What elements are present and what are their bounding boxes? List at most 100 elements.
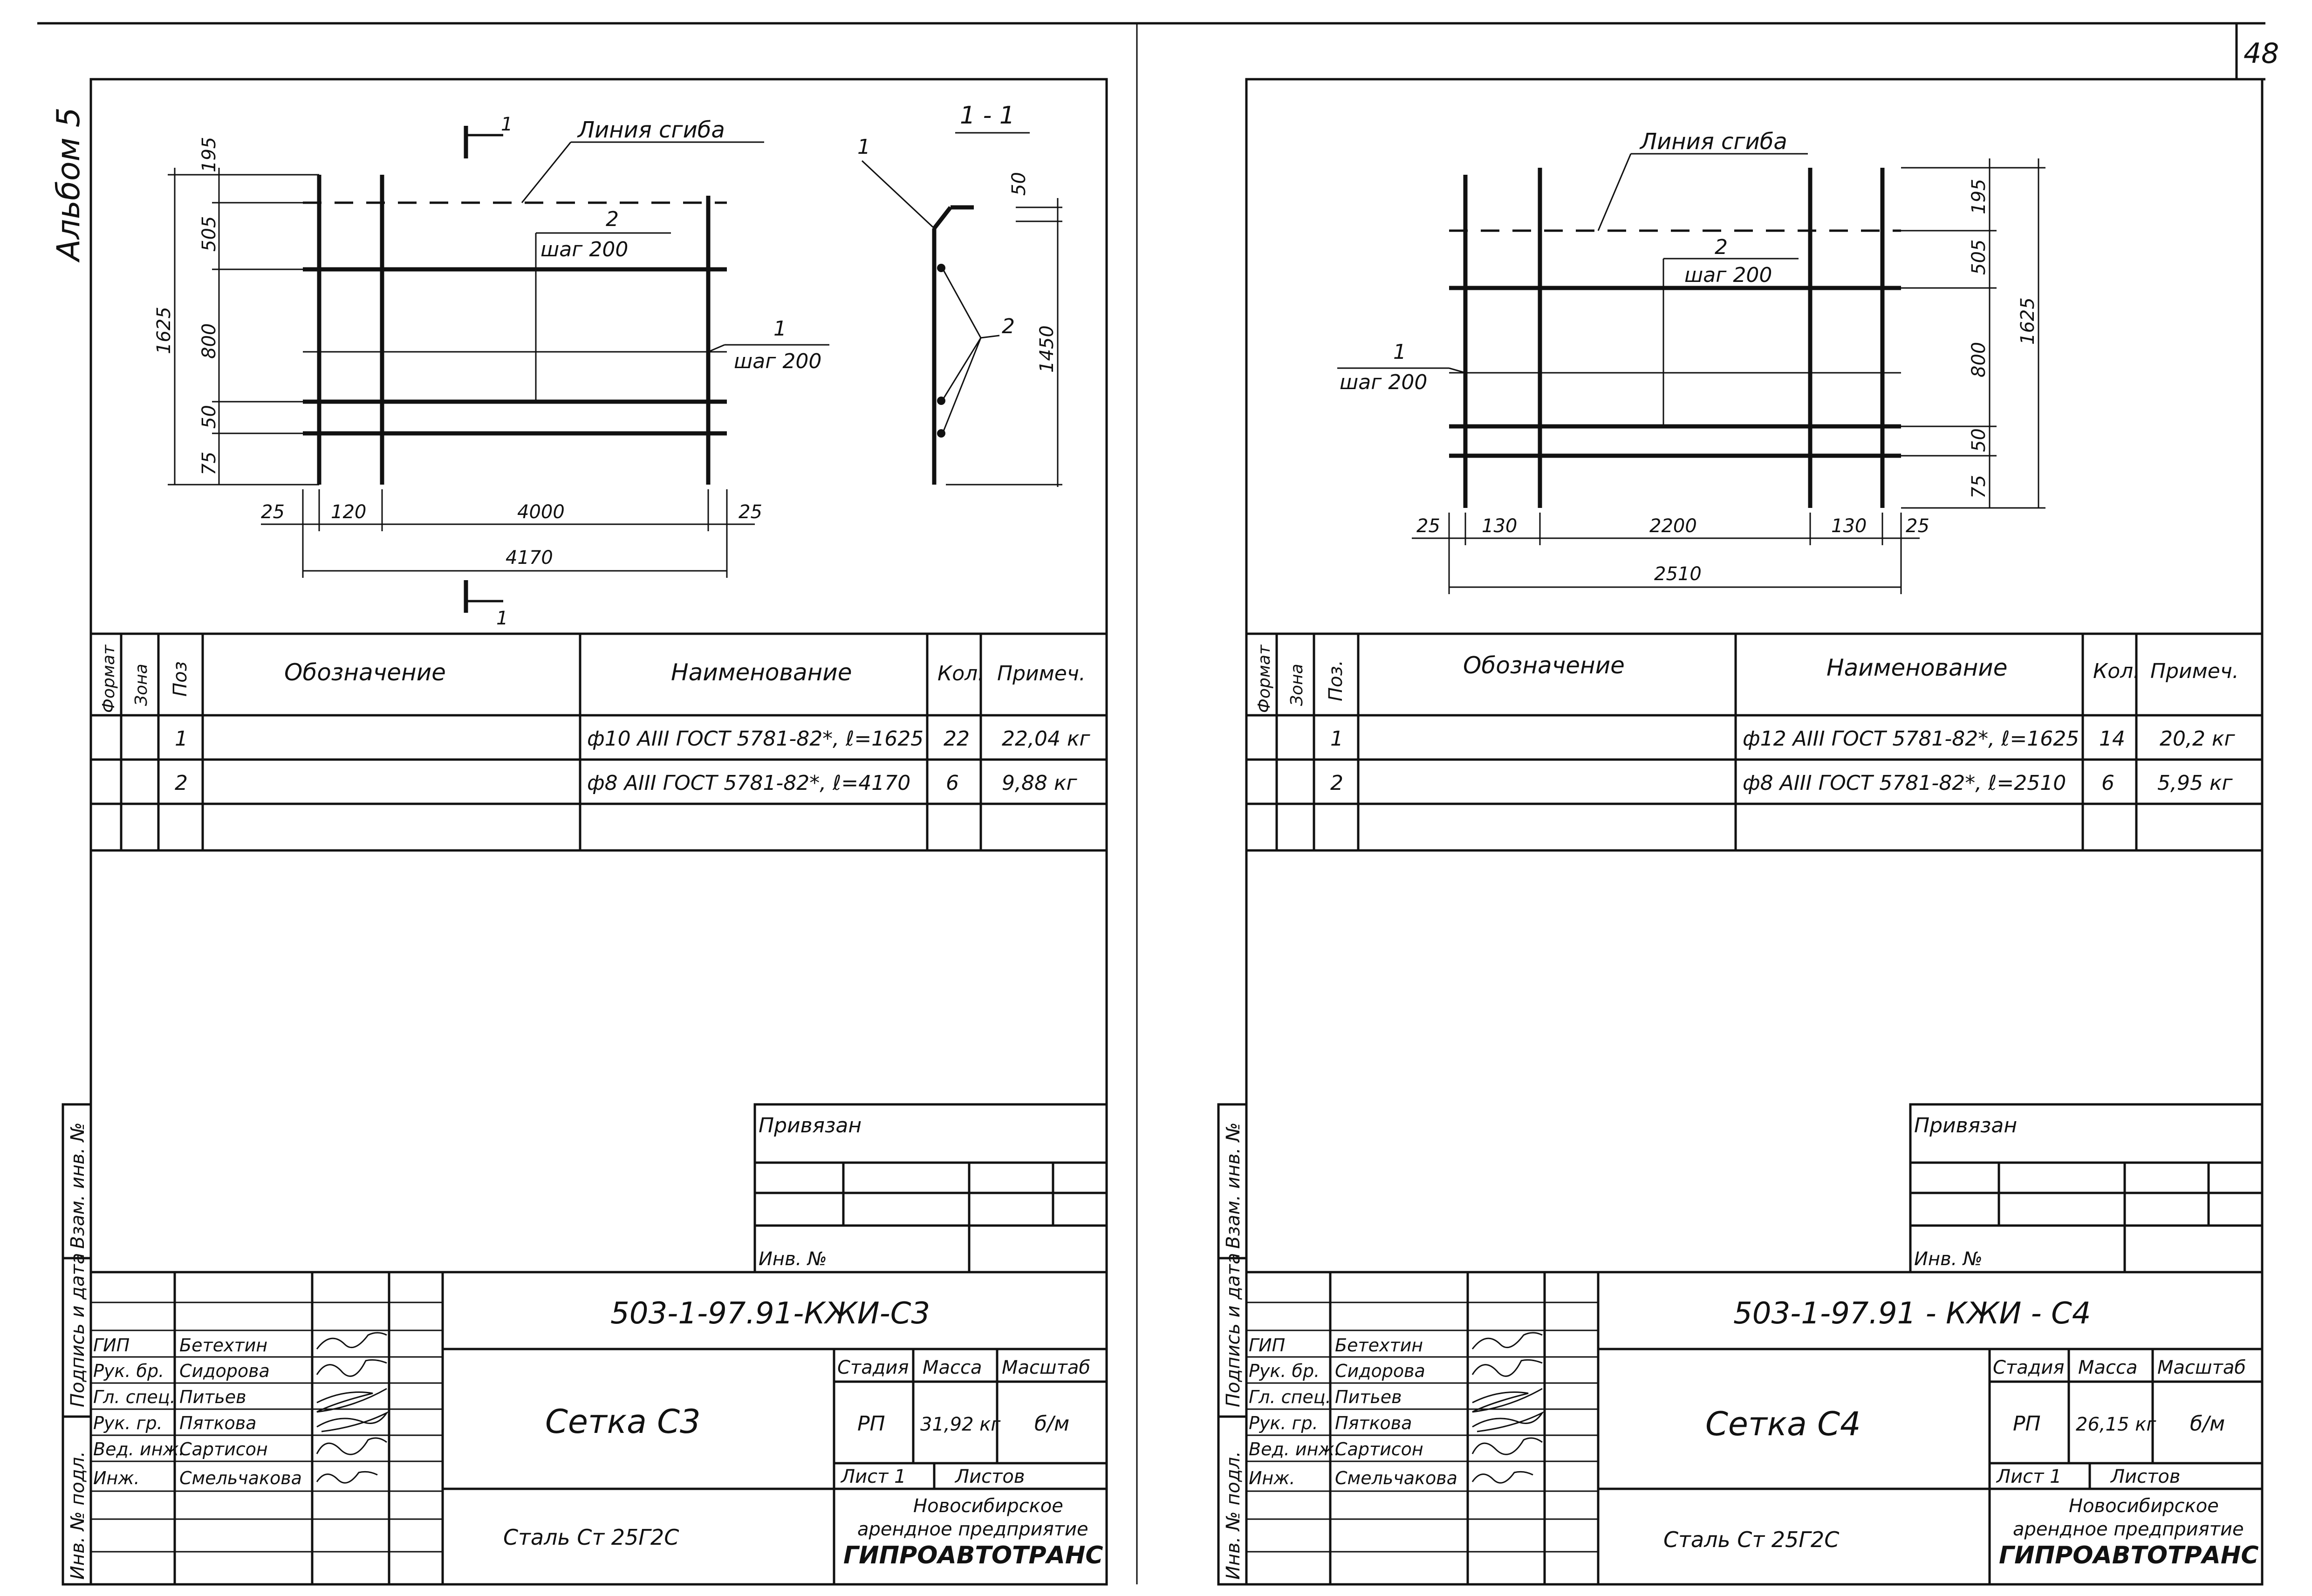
row1-kol-r: 14	[2099, 727, 2125, 751]
callout-pos1-step-r: шаг 200	[1340, 370, 1427, 394]
page-number: 48	[2244, 37, 2279, 70]
dim-h-120: 120	[331, 501, 366, 523]
role-2-r: Гл. спец.	[1249, 1387, 1331, 1407]
role-4-r: Вед. инж.	[1249, 1439, 1340, 1459]
hdr-format-r: Формат	[1255, 644, 1274, 713]
dim-h-25b-r: 25	[1906, 515, 1929, 537]
section-mark-bottom: 1	[496, 608, 508, 629]
row1-name: ф10 АIII ГОСТ 5781-82*, ℓ=1625	[587, 727, 923, 751]
role-0-r: ГИП	[1249, 1335, 1285, 1356]
dim-v-1625-r: 1625	[2017, 297, 2038, 345]
callout-pos2-r: 2	[1715, 235, 1728, 259]
hdr-poz: Поз	[170, 661, 191, 697]
role-3-r: Рук. гр.	[1249, 1413, 1318, 1433]
org-line3: ГИПРОАВТОТРАНС	[843, 1541, 1103, 1569]
album-label: Альбом 5	[50, 107, 87, 263]
dim-h-25a: 25	[261, 501, 285, 523]
org-line2-r: арендное предприятие	[2013, 1519, 2244, 1540]
stadia-header: Стадия	[837, 1357, 909, 1378]
row1-prim: 22,04 кг	[1002, 727, 1091, 751]
role-1-r: Рук. бр.	[1249, 1361, 1320, 1381]
dim-v-75-r: 75	[1968, 475, 1990, 499]
role-0: ГИП	[93, 1335, 130, 1356]
hdr-zona: Зона	[132, 664, 151, 706]
dim-v-1625: 1625	[153, 307, 175, 354]
callout-pos2-step-r: шаг 200	[1684, 263, 1772, 287]
role-1: Рук. бр.	[93, 1361, 164, 1381]
hdr-oboznachenie: Обозначение	[284, 659, 446, 686]
hdr-poz-r: Поз.	[1325, 660, 1347, 701]
name-4-r: Сартисон	[1335, 1439, 1423, 1459]
dim-h-25b: 25	[739, 501, 762, 523]
org-line2: арендное предприятие	[857, 1519, 1088, 1540]
org-line1: Новосибирское	[913, 1495, 1063, 1517]
side-strip-right: Взам. инв. № Подпись и дата Инв. № подл.	[1217, 1103, 1248, 1586]
dim-v-800-r: 800	[1968, 342, 1990, 377]
privyazan-label-r: Привязан	[1914, 1114, 2017, 1137]
listov-label: Листов	[954, 1466, 1025, 1487]
stadia-header-r: Стадия	[1993, 1357, 2064, 1378]
dim-v-505-r: 505	[1968, 240, 1990, 275]
massa-header: Масса	[923, 1357, 982, 1378]
row2-name: ф8 АIII ГОСТ 5781-82*, ℓ=4170	[587, 771, 910, 795]
masshtab-header-r: Масштаб	[2157, 1357, 2246, 1378]
title-block-c3: 503-1-97.91-КЖИ-С3 ГИП Рук. бр. Гл. спец…	[91, 1271, 1107, 1584]
hdr-format: Формат	[99, 644, 118, 713]
row2-poz: 2	[175, 771, 188, 795]
page-number-box: 48	[2235, 23, 2279, 81]
dim-h-130b-r: 130	[1831, 515, 1867, 537]
callout-pos1-step: шаг 200	[734, 349, 821, 373]
dim-v-50: 50	[198, 405, 220, 429]
listov-label-r: Листов	[2110, 1466, 2180, 1487]
massa-header-r: Масса	[2078, 1357, 2138, 1378]
privyazan-block-c3: Привязан Инв. №	[753, 1103, 1108, 1274]
name-4: Сартисон	[179, 1439, 268, 1459]
name-0: Бетехтин	[179, 1335, 267, 1356]
callout-pos1: 1	[773, 317, 787, 341]
side-label-podpis-r: Подпись и дата	[1223, 1253, 1244, 1407]
callout-pos1-r: 1	[1393, 340, 1406, 364]
row2-poz-r: 2	[1330, 771, 1343, 795]
row1-kol: 22	[944, 727, 970, 751]
inv-no-label-r: Инв. №	[1914, 1248, 1983, 1270]
hdr-primech: Примеч.	[997, 662, 1086, 685]
dim-h-2510-r: 2510	[1654, 563, 1702, 585]
doc-code: 503-1-97.91-КЖИ-С3	[610, 1296, 930, 1331]
role-2: Гл. спец.	[93, 1387, 176, 1407]
name-2-r: Питьев	[1335, 1387, 1402, 1407]
name-3-r: Пяткова	[1335, 1413, 1412, 1433]
name-5-r: Смельчакова	[1335, 1468, 1457, 1488]
dim-h-25a-r: 25	[1416, 515, 1440, 537]
row1-name-r: ф12 АIII ГОСТ 5781-82*, ℓ=1625	[1743, 727, 2079, 751]
massa-value-r: 26,15 кг	[2076, 1414, 2156, 1435]
hdr-naimenovanie: Наименование	[671, 659, 852, 686]
name-3: Пяткова	[179, 1413, 256, 1433]
hdr-naimenovanie-r: Наименование	[1826, 654, 2008, 681]
dim-h-2200-r: 2200	[1649, 515, 1697, 537]
bend-line-label-r: Линия сгиба	[1639, 129, 1787, 155]
role-5: Инж.	[93, 1468, 140, 1488]
material: Сталь Ст 25Г2С	[503, 1525, 679, 1550]
row2-name-r: ф8 АIII ГОСТ 5781-82*, ℓ=2510	[1743, 771, 2066, 795]
name-0-r: Бетехтин	[1335, 1335, 1423, 1356]
signatures	[316, 1332, 389, 1484]
right-sheet: Взам. инв. № Подпись и дата Инв. № подл.…	[1137, 22, 2265, 1586]
section-1-1: 1 - 1 1 2 50 1450	[857, 102, 1062, 487]
hdr-primech-r: Примеч.	[2150, 659, 2239, 683]
sheet-title: Сетка С3	[545, 1403, 701, 1441]
dim-v-195-r: 195	[1968, 179, 1990, 214]
section-dim-50: 50	[1008, 172, 1030, 196]
dim-v-505: 505	[198, 216, 220, 252]
callout-pos2: 2	[606, 207, 619, 231]
role-4: Вед. инж.	[93, 1439, 185, 1459]
dim-v-195: 195	[198, 137, 220, 172]
section-pos2: 2	[1002, 315, 1015, 338]
signatures-r	[1471, 1332, 1545, 1484]
dim-v-50-r: 50	[1968, 428, 1990, 452]
title-block-c4: 503-1-97.91 - КЖИ - С4 ГИП Рук. бр. Гл. …	[1246, 1271, 2262, 1584]
masshtab-value: б/м	[1034, 1412, 1069, 1436]
hdr-oboznachenie-r: Обозначение	[1463, 652, 1625, 679]
side-label-podpis: Подпись и дата	[67, 1253, 89, 1407]
row1-poz-r: 1	[1330, 727, 1343, 751]
